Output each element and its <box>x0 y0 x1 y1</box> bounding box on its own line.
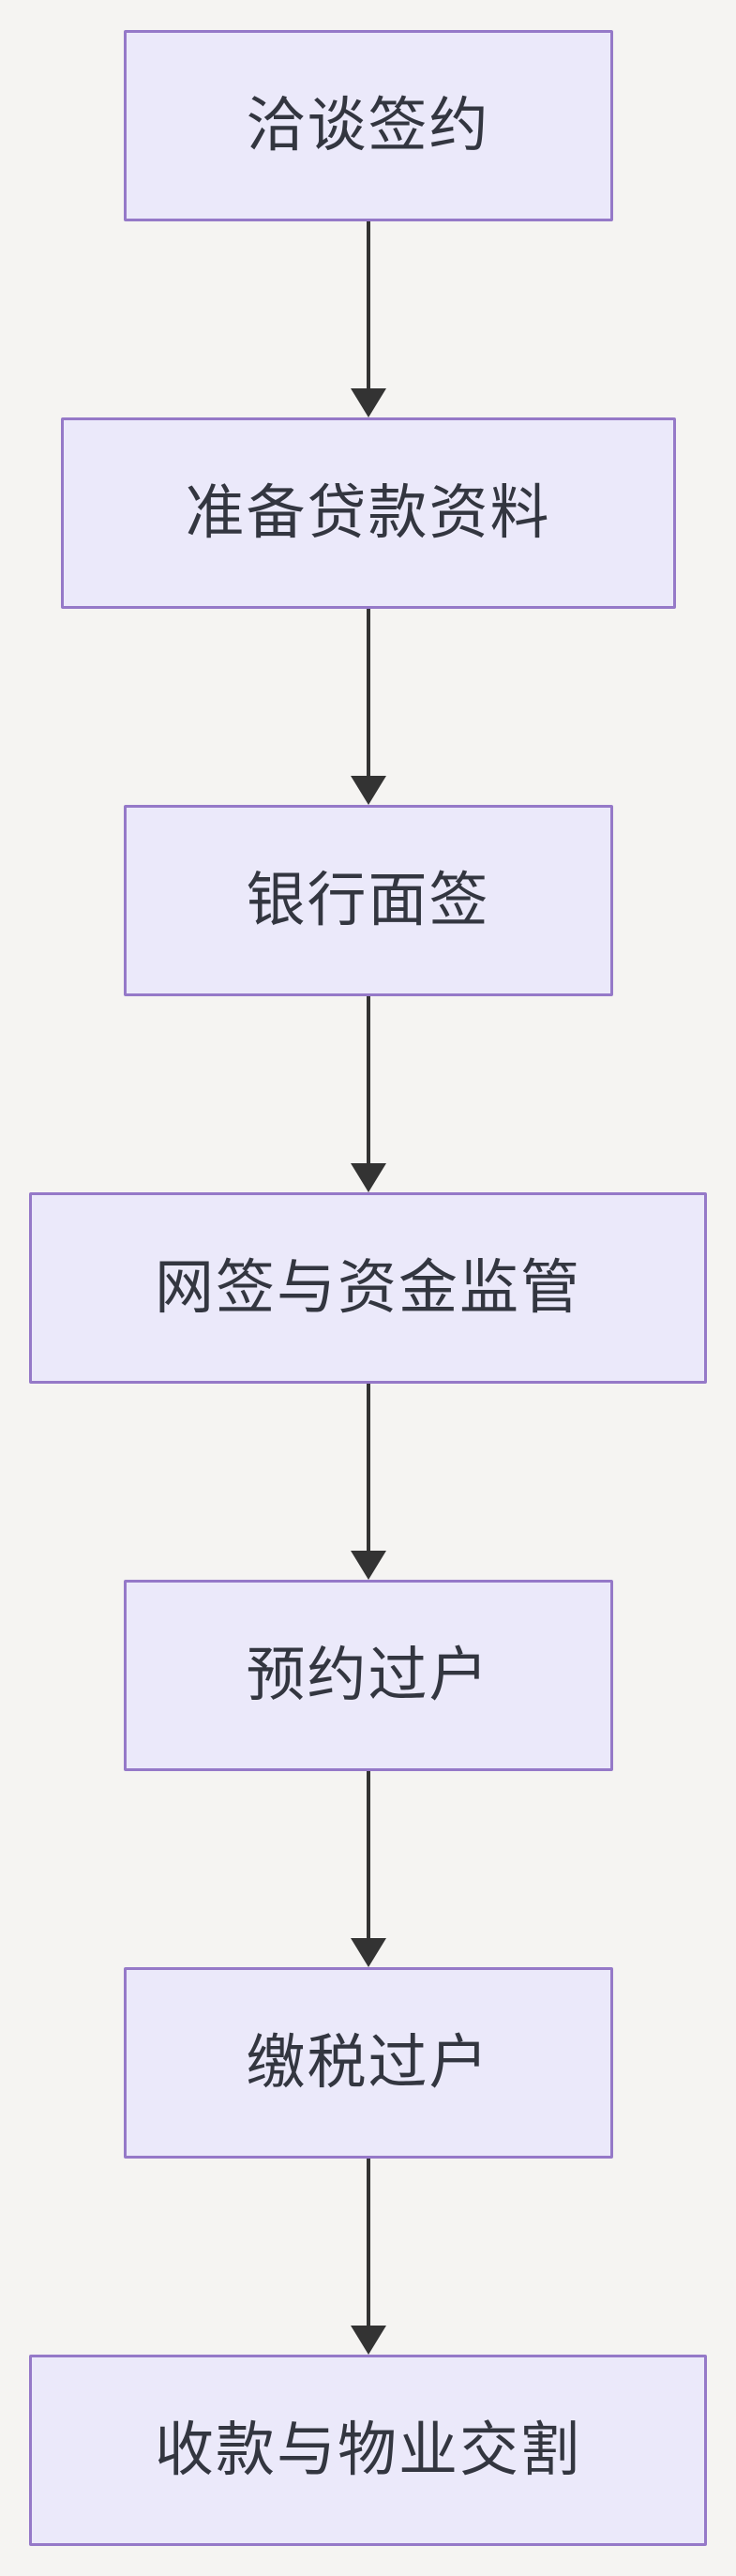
arrow-shaft <box>366 2159 370 2326</box>
flow-arrow-1 <box>350 221 386 417</box>
flow-arrow-4 <box>350 1384 386 1580</box>
flow-node-label: 预约过户 <box>246 1642 490 1708</box>
arrowhead-down-icon <box>350 776 386 805</box>
flow-node-bank-interview: 银行面签 <box>123 805 613 996</box>
arrowhead-down-icon <box>350 1163 386 1192</box>
arrowhead-down-icon <box>350 388 386 417</box>
arrow-shaft <box>366 1384 370 1552</box>
flow-node-online-sign-escrow: 网签与资金监管 <box>29 1192 707 1384</box>
arrow-shaft <box>366 996 370 1164</box>
arrow-shaft <box>366 609 370 777</box>
flow-node-payment-property-handover: 收款与物业交割 <box>29 2355 707 2546</box>
flow-node-label: 收款与物业交割 <box>155 2417 581 2483</box>
flow-node-label: 银行面签 <box>246 867 490 933</box>
flow-node-label: 洽谈签约 <box>246 92 490 159</box>
arrowhead-down-icon <box>350 2326 386 2355</box>
flow-node-negotiate-sign: 洽谈签约 <box>123 30 613 221</box>
flow-node-label: 准备贷款资料 <box>185 479 551 546</box>
flow-arrow-6 <box>350 2159 386 2355</box>
flow-node-label: 网签与资金监管 <box>155 1254 581 1321</box>
flow-arrow-3 <box>350 996 386 1192</box>
arrow-shaft <box>366 221 370 389</box>
arrow-shaft <box>366 1771 370 1939</box>
flow-arrow-2 <box>350 609 386 805</box>
arrowhead-down-icon <box>350 1551 386 1580</box>
flow-node-appointment-transfer: 预约过户 <box>123 1580 613 1771</box>
flow-arrow-5 <box>350 1771 386 1967</box>
flow-node-prepare-loan-docs: 准备贷款资料 <box>60 417 676 609</box>
flow-node-pay-tax-transfer: 缴税过户 <box>123 1967 613 2159</box>
arrowhead-down-icon <box>350 1938 386 1967</box>
flow-node-label: 缴税过户 <box>246 2029 490 2096</box>
